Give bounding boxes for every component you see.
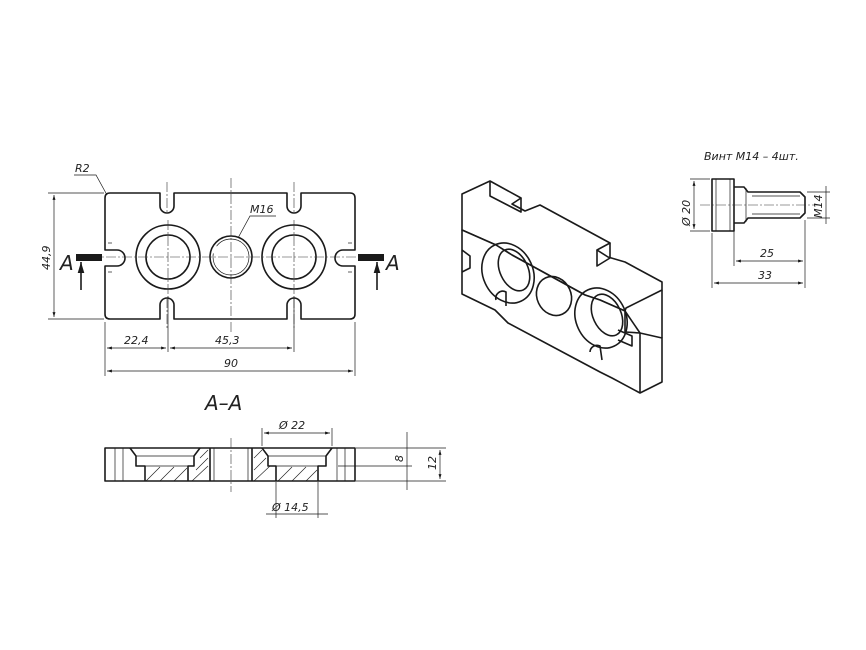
thickness-dim: 12: [426, 456, 439, 470]
iso-slot: [461, 249, 471, 273]
thread-dim: М14: [812, 195, 825, 219]
bore-dia: Ø 22: [278, 419, 305, 432]
counterbore-right-wall: [261, 447, 277, 481]
iso-counterbore-right: [574, 287, 628, 349]
section-view: A–A: [104, 391, 446, 518]
dim-left: 22,4: [124, 334, 149, 347]
iso-threaded-hole: [535, 275, 573, 317]
section-mark-left: A: [58, 251, 74, 275]
section-mark-right: A: [384, 251, 400, 275]
iso-edge: [489, 181, 522, 213]
depth-dim: 8: [393, 455, 406, 462]
iso-slot: [494, 290, 507, 306]
isometric-view: [461, 180, 663, 394]
screw-caption: Винт М14 – 4шт.: [704, 150, 799, 163]
section-hatching: [145, 449, 318, 482]
total-length: 33: [758, 269, 772, 282]
section-title: A–A: [203, 391, 242, 415]
counterbore-left-wall: [129, 447, 146, 481]
thread-leader: [237, 215, 276, 239]
section-cut-left: [76, 254, 102, 261]
radius-label: R2: [75, 162, 90, 175]
hole-dia: Ø 14,5: [271, 501, 309, 514]
height-dim: 44,9: [40, 246, 53, 271]
iso-edge: [624, 311, 641, 334]
top-view: R2 M16 44,9 A A 22,4 45,3 90: [40, 162, 400, 376]
thread-label: M16: [250, 203, 274, 216]
iso-front-face: [461, 229, 663, 394]
iso-hole-right: [590, 293, 624, 337]
shank-length: 25: [760, 247, 774, 260]
plate-outline: [104, 192, 356, 320]
dim-total: 90: [224, 357, 238, 370]
screw-view: Винт М14 – 4шт. Ø 20 М14 25 33: [680, 150, 830, 288]
head-dia: Ø 20: [680, 200, 693, 227]
counterbore-right-wall: [317, 447, 333, 481]
iso-counterbore-left: [481, 242, 535, 304]
radius-leader: [74, 174, 108, 196]
section-outline: [104, 447, 356, 482]
counterbore-left-wall: [187, 447, 201, 481]
iso-edge: [596, 243, 611, 267]
iso-hole-left: [497, 248, 531, 292]
section-cut-right: [358, 254, 384, 261]
dim-middle: 45,3: [215, 334, 240, 347]
